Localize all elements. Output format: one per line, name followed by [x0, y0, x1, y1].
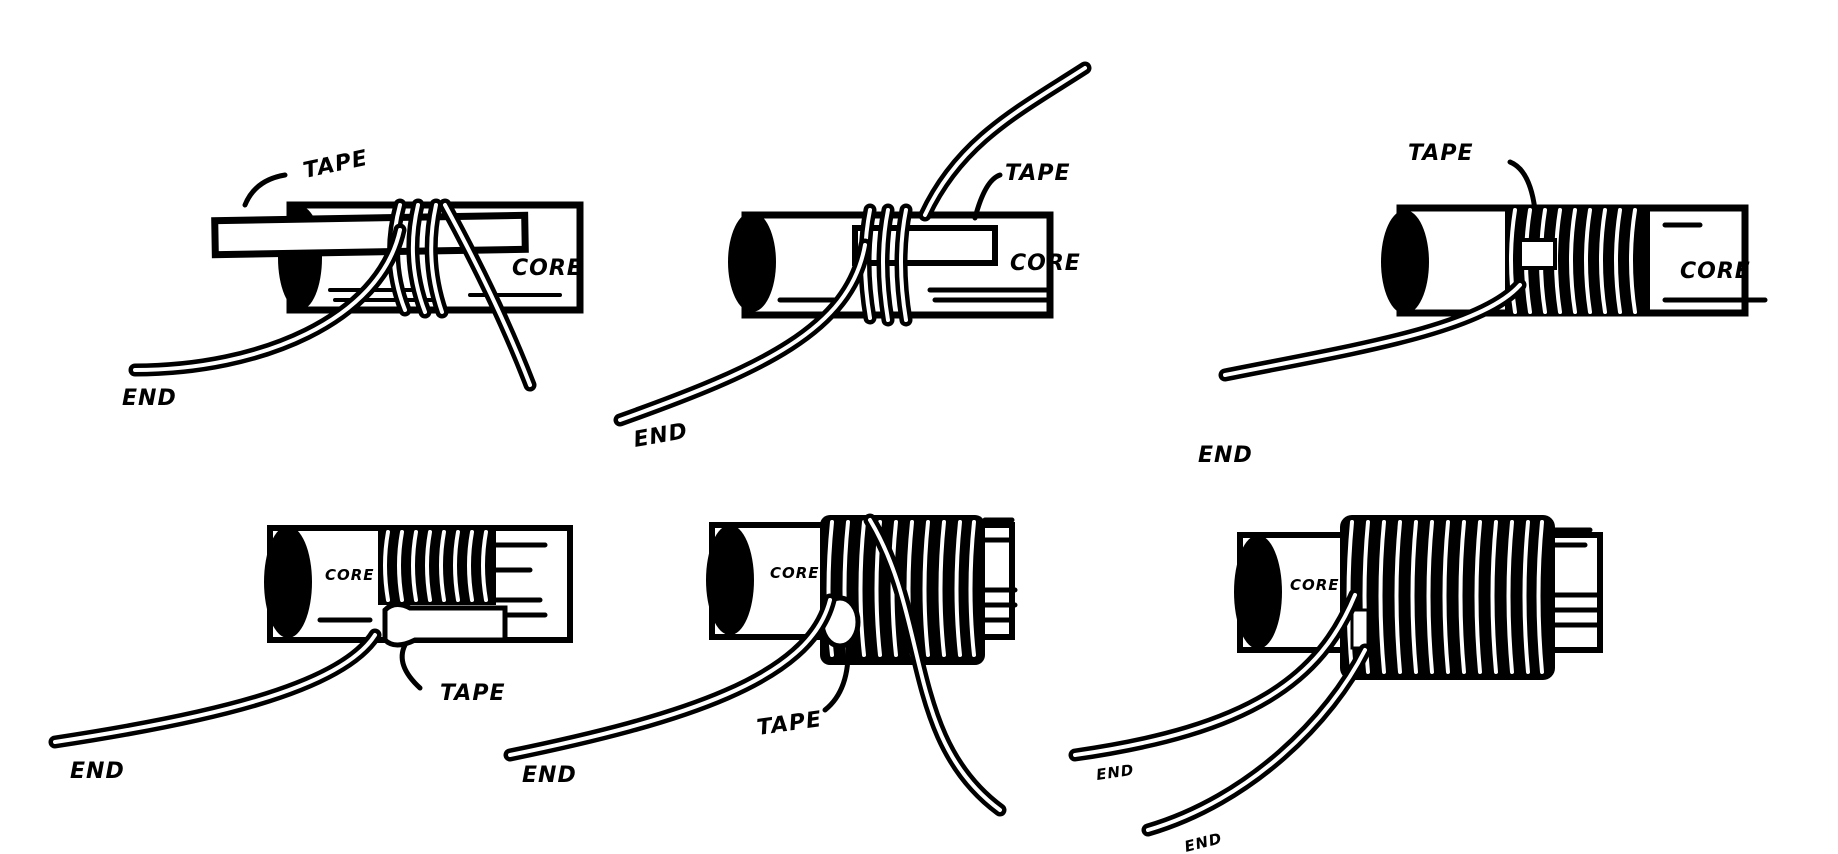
label-core: CORE: [325, 566, 375, 584]
panel-2: TAPE CORE END: [613, 61, 1092, 453]
panel-5: CORE TAPE END: [503, 513, 1018, 817]
label-end: END: [122, 386, 177, 411]
label-end: END: [522, 763, 577, 788]
tape-strip: [211, 211, 529, 259]
label-tape: TAPE: [440, 681, 505, 706]
label-tape: TAPE: [301, 146, 370, 184]
label-end-1: END: [1095, 761, 1135, 784]
coil-turns: [378, 527, 496, 605]
label-core: CORE: [1010, 251, 1081, 276]
tape-strip: [1350, 608, 1370, 650]
label-tape: TAPE: [1005, 161, 1070, 186]
tape-strip: [1518, 238, 1557, 270]
label-tape: TAPE: [755, 707, 823, 741]
label-core: CORE: [512, 256, 583, 281]
label-core: CORE: [770, 564, 820, 582]
coil-turns: [387, 198, 449, 319]
label-tape: TAPE: [1408, 141, 1473, 166]
label-core: CORE: [1680, 259, 1751, 284]
label-end-2: END: [1183, 829, 1224, 854]
tape-strip: [852, 225, 998, 266]
label-end: END: [1198, 443, 1253, 468]
panel-6: CORE END END: [1068, 515, 1603, 854]
tape-strip: [382, 602, 508, 648]
wire-end: [48, 628, 382, 749]
label-end: END: [632, 419, 690, 453]
panel-1: TAPE CORE END: [122, 146, 584, 411]
panel-3: TAPE CORE END: [1198, 141, 1768, 468]
coil-turns: [858, 203, 913, 327]
label-end: END: [70, 759, 125, 784]
panel-4: CORE TAPE END: [48, 525, 573, 784]
coil-turns: [1340, 515, 1555, 680]
label-core: CORE: [1290, 576, 1340, 594]
wire-free: [918, 61, 1092, 222]
